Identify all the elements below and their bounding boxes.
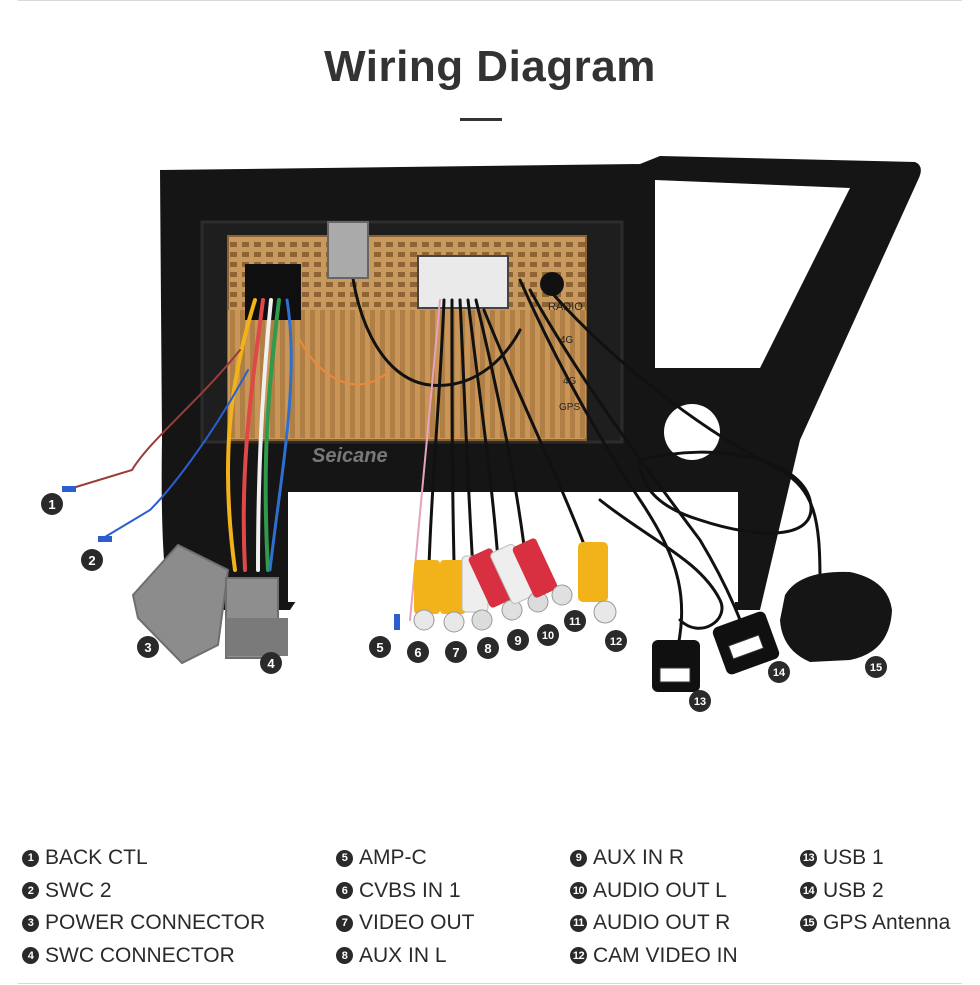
- bottom-divider: [18, 983, 962, 984]
- svg-text:5: 5: [376, 640, 383, 655]
- svg-text:7: 7: [452, 645, 459, 660]
- svg-text:14: 14: [773, 667, 786, 679]
- head-unit-back: RADIO 4G 4G GPS Seicane: [227, 235, 587, 467]
- callout-13: 13: [689, 690, 711, 712]
- callout-3: 3: [137, 636, 159, 658]
- callout-11: 11: [564, 610, 586, 632]
- watermark: Seicane: [312, 445, 388, 467]
- callout-7: 7: [445, 641, 467, 663]
- cable-bundle: [65, 238, 822, 662]
- callout-15: 15: [865, 656, 887, 678]
- title-underline: [460, 118, 502, 121]
- callout-8: 8: [477, 637, 499, 659]
- callouts: 1 2 3 4 5 6 7 8 9 10 11 12 13 14 15: [41, 493, 887, 712]
- callout-2: 2: [81, 549, 103, 571]
- svg-text:9: 9: [514, 633, 521, 648]
- callout-12: 12: [605, 630, 627, 652]
- swc2-tip: [98, 536, 112, 542]
- callout-1: 1: [41, 493, 63, 515]
- page-title: Wiring Diagram: [324, 42, 656, 91]
- svg-text:3: 3: [144, 640, 151, 655]
- callout-14: 14: [768, 661, 790, 683]
- svg-text:13: 13: [694, 696, 706, 708]
- usb-plugs: [652, 611, 780, 692]
- svg-text:15: 15: [870, 662, 882, 674]
- svg-text:4: 4: [267, 656, 275, 671]
- top-connector: [327, 221, 369, 279]
- svg-text:6: 6: [414, 645, 421, 660]
- svg-text:12: 12: [610, 636, 622, 648]
- svg-text:10: 10: [542, 630, 554, 642]
- gps-port-label: GPS: [559, 402, 580, 413]
- gps-antenna: [780, 571, 892, 662]
- svg-text:11: 11: [569, 616, 581, 628]
- callout-5: 5: [369, 636, 391, 658]
- top-divider: [18, 0, 962, 1]
- callout-9: 9: [507, 629, 529, 651]
- amp-c-tip: [394, 614, 400, 630]
- 4g-port-label-1: 4G: [560, 335, 574, 346]
- callout-10: 10: [537, 624, 559, 646]
- wiring-diagram-illustration: RADIO 4G 4G GPS Seicane: [41, 156, 921, 712]
- power-connector: [131, 543, 230, 665]
- callout-4: 4: [260, 652, 282, 674]
- swc-connector: [225, 577, 288, 659]
- svg-text:1: 1: [48, 497, 55, 512]
- rca-plugs: [413, 538, 617, 633]
- back-ctl-tip: [62, 486, 76, 492]
- callout-6: 6: [407, 641, 429, 663]
- svg-text:8: 8: [484, 641, 491, 656]
- svg-text:2: 2: [88, 553, 95, 568]
